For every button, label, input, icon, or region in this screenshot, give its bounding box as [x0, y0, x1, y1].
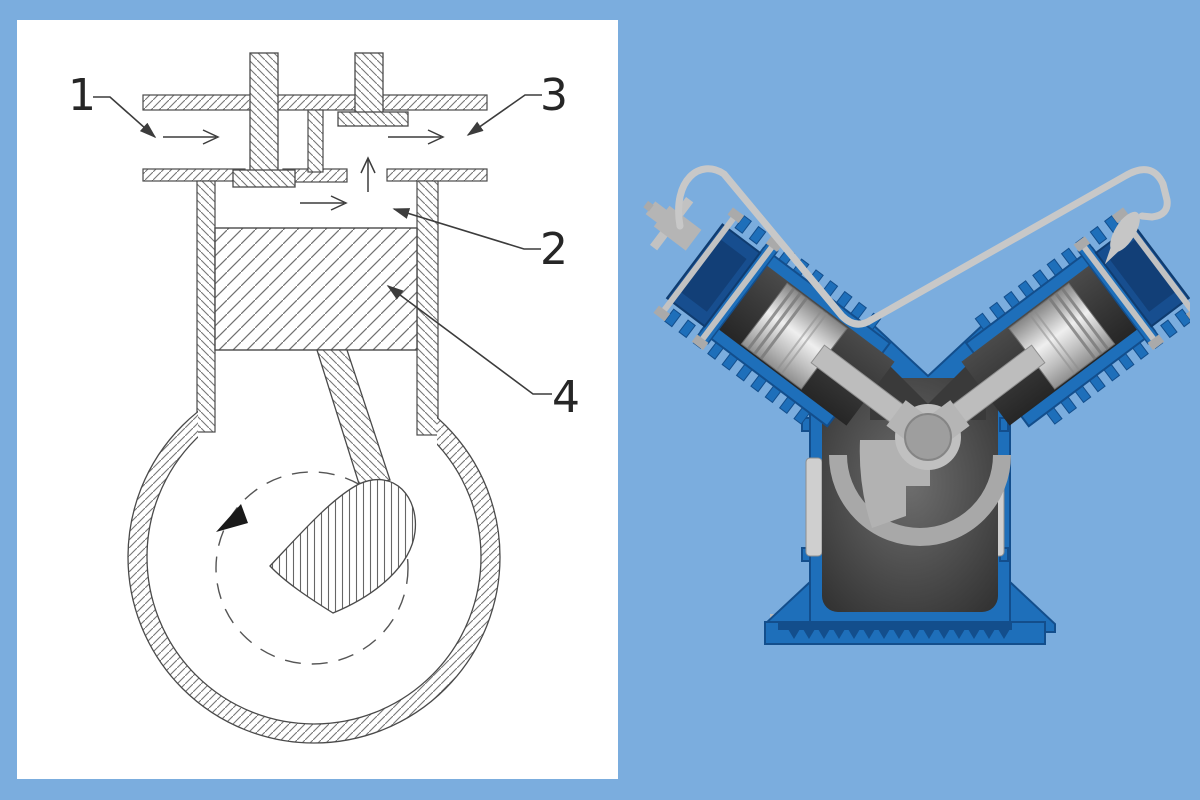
valve-partition-wall — [307, 109, 324, 173]
leader-line-4 — [386, 285, 552, 395]
leader-lines — [93, 94, 552, 395]
valve-seat-plate-right — [386, 168, 488, 182]
airflow-arrow-up — [360, 156, 376, 192]
tube-nozzle — [1104, 211, 1140, 265]
crankshaft-pin — [904, 413, 952, 461]
airflow-arrow-inlet — [163, 129, 220, 145]
base-plate — [764, 621, 1046, 645]
airflow-arrow-outlet — [388, 129, 445, 145]
connecting-rod — [316, 349, 391, 488]
discharge-tube — [675, 165, 1171, 328]
piston-compressor-schematic: 1 3 2 4 — [68, 52, 580, 744]
bearing-cover-left — [805, 457, 823, 557]
part-label-2: 2 — [540, 224, 568, 275]
base-cooling-fins — [788, 629, 1010, 639]
leader-line-1 — [93, 96, 157, 139]
v-twin-compressor-illustration — [643, 165, 1190, 645]
suction-valve — [232, 52, 296, 188]
base-fin-strip — [778, 622, 1012, 630]
part-label-1: 1 — [68, 70, 96, 121]
part-label-3: 3 — [540, 70, 568, 121]
crank-path-dashed-circle — [215, 471, 409, 665]
valve-seat-plate-left — [142, 168, 246, 182]
airflow-arrows — [163, 129, 445, 211]
schematic-panel: 1 3 2 4 — [17, 20, 618, 779]
discharge-valve — [337, 52, 409, 127]
valve-cover-plate — [142, 94, 488, 111]
piston — [214, 227, 418, 351]
rotation-arrow — [216, 504, 248, 532]
leader-line-2 — [392, 208, 541, 250]
cylinder-wall-left — [196, 180, 216, 433]
crank-counterweight — [269, 478, 417, 614]
crank-channel — [829, 454, 1011, 546]
leader-line-3 — [466, 94, 542, 136]
part-label-4: 4 — [552, 372, 580, 423]
crankcase-wall — [127, 370, 501, 744]
head-fitting-left — [643, 197, 702, 251]
airflow-arrow-chamber — [300, 195, 348, 211]
